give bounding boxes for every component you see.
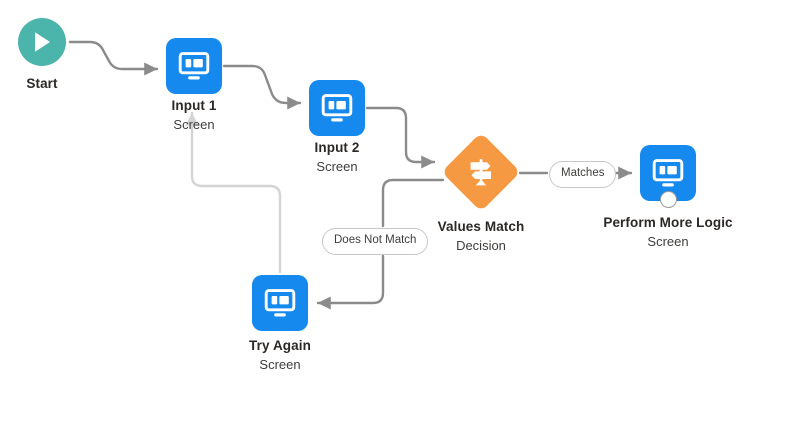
edge-label-matches[interactable]: Matches: [549, 161, 617, 188]
input-1-node-shape[interactable]: [166, 38, 222, 94]
node-try-again[interactable]: Try Again Screen: [249, 275, 311, 372]
edge-start-to-input-1: [68, 40, 159, 76]
edge-values-match-to-does-not-match-pill: [381, 178, 445, 228]
node-input-2-subtitle: Screen: [316, 159, 358, 174]
node-start-title: Start: [26, 76, 58, 91]
node-try-again-subtitle: Screen: [259, 357, 301, 372]
node-values-match-labels: Values Match Decision: [438, 217, 525, 255]
node-try-again-title: Try Again: [249, 338, 311, 353]
node-input-2-labels: Input 2 Screen: [315, 138, 360, 176]
node-perform-more-logic-subtitle: Screen: [647, 234, 689, 249]
node-input-1-title: Input 1: [171, 98, 217, 113]
node-perform-more-logic-labels: Perform More Logic Screen: [603, 213, 732, 251]
node-values-match-title: Values Match: [437, 219, 525, 234]
screen-icon: [652, 159, 684, 187]
values-match-node-shape[interactable]: [441, 132, 521, 212]
node-perform-more-logic-title: Perform More Logic: [603, 215, 733, 230]
node-input-1-labels: Input 1 Screen: [172, 96, 217, 134]
perform-more-logic-node-shape[interactable]: [640, 145, 696, 208]
node-try-again-labels: Try Again Screen: [249, 336, 311, 374]
node-input-2-title: Input 2: [314, 140, 360, 155]
node-values-match-subtitle: Decision: [456, 238, 506, 253]
screen-icon: [264, 289, 296, 317]
node-start-labels: Start: [26, 74, 57, 93]
screen-icon: [321, 94, 353, 122]
signpost-icon: [470, 159, 491, 186]
edge-label-does-not-match-text: Does Not Match: [334, 234, 417, 246]
edge-label-matches-text: Matches: [561, 167, 605, 179]
node-input-1[interactable]: Input 1 Screen: [166, 38, 222, 132]
node-start[interactable]: Start: [18, 18, 66, 91]
node-input-1-subtitle: Screen: [173, 117, 215, 132]
node-input-2[interactable]: Input 2 Screen: [309, 80, 365, 174]
start-node-shape[interactable]: [18, 18, 66, 66]
input-2-node-shape[interactable]: [309, 80, 365, 136]
node-values-match[interactable]: Values Match Decision: [438, 132, 524, 253]
play-icon: [35, 32, 50, 52]
edge-try-again-to-input-1: [185, 111, 282, 274]
connector-handle-icon[interactable]: [659, 191, 677, 208]
edge-does-not-match-pill-to-try-again: [316, 254, 385, 310]
edge-input-1-to-input-2: [222, 64, 302, 110]
edge-label-does-not-match[interactable]: Does Not Match: [322, 228, 429, 255]
try-again-node-shape[interactable]: [252, 275, 308, 331]
screen-icon: [178, 52, 210, 80]
edge-input-2-to-values-match: [365, 106, 436, 169]
node-perform-more-logic[interactable]: Perform More Logic Screen: [603, 145, 733, 249]
